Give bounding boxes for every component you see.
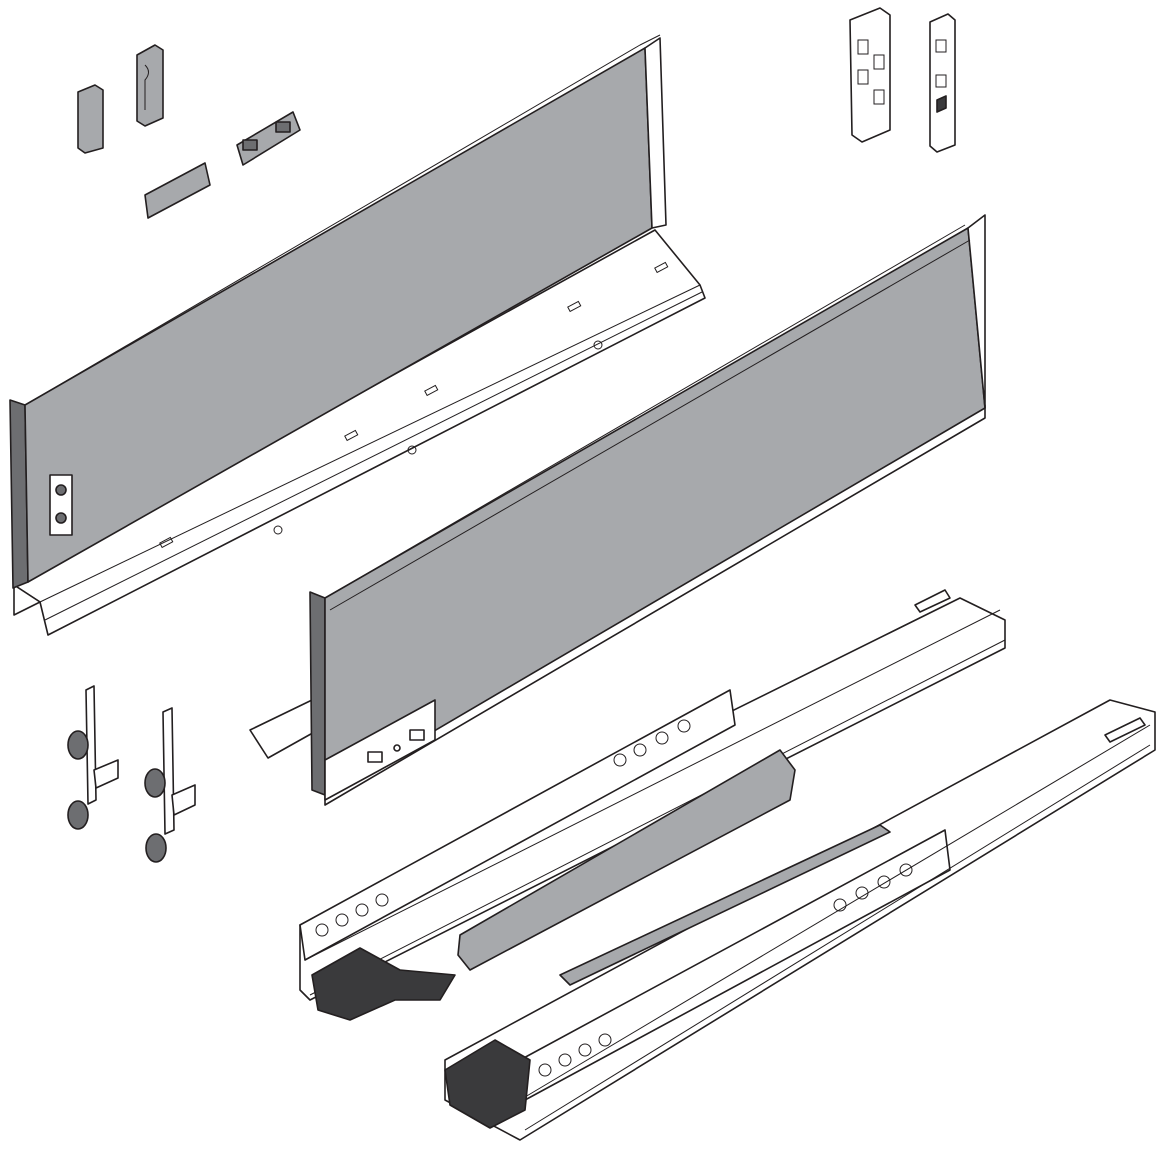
back-fixing-bracket-right bbox=[929, 13, 956, 153]
height-adjuster-left bbox=[67, 685, 119, 830]
cover-cap-tall bbox=[136, 44, 164, 127]
cover-cap-flat bbox=[144, 162, 211, 219]
back-fixing-bracket-left bbox=[849, 7, 891, 143]
front-fixing-bracket bbox=[236, 111, 301, 166]
runner-upper bbox=[299, 589, 1006, 1021]
left-drawer-side bbox=[9, 34, 706, 636]
cover-cap-small bbox=[77, 84, 104, 154]
height-adjuster-right bbox=[144, 707, 196, 863]
runner-lower bbox=[444, 699, 1156, 1141]
right-drawer-side bbox=[249, 214, 986, 806]
